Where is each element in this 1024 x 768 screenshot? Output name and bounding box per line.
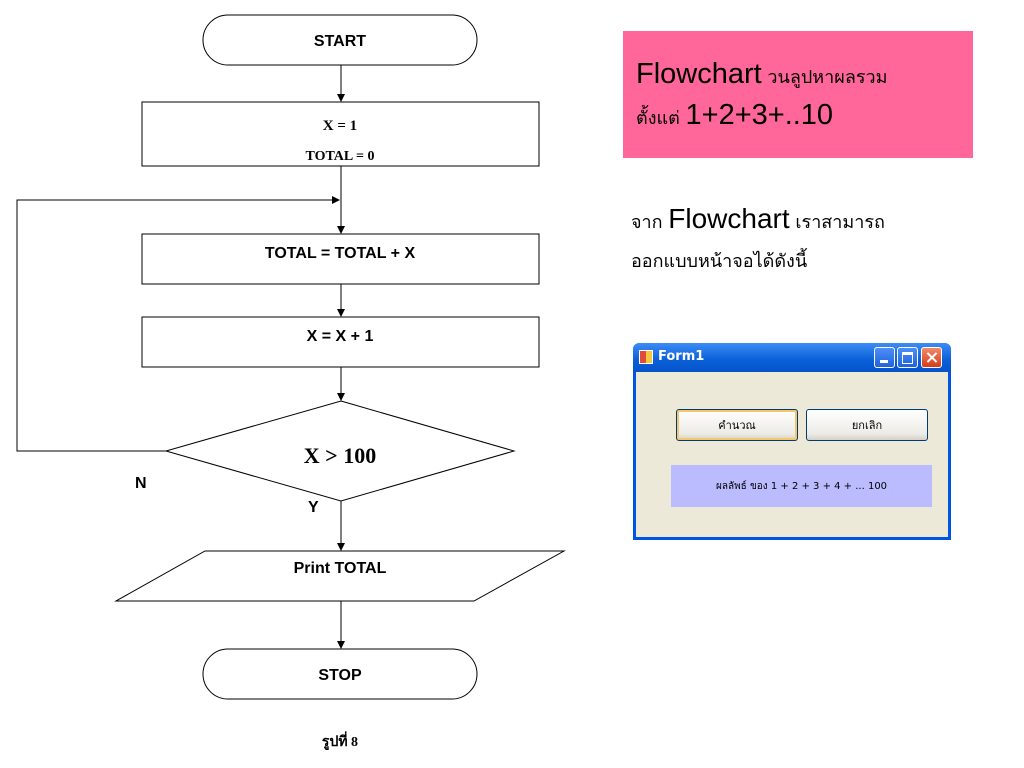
description-flowchart-word: Flowchart	[668, 203, 790, 234]
form-titlebar[interactable]: Form1	[633, 343, 951, 372]
init-total-label: TOTAL = 0	[306, 149, 375, 164]
result-label: ผลลัพธ์ ของ 1 + 2 + 3 + 4 + ... 100	[671, 465, 932, 507]
accumulate-label: TOTAL = TOTAL + X	[265, 245, 416, 262]
increment-label: X = X + 1	[307, 328, 374, 345]
flowchart-diagram: START X = 1 TOTAL = 0 TOTAL = TOTAL + X …	[16, 14, 566, 750]
form-app-icon	[639, 350, 653, 364]
close-icon[interactable]	[921, 347, 942, 368]
title-flowchart-word: Flowchart	[636, 58, 762, 90]
init-process-box: X = 1 TOTAL = 0	[141, 101, 540, 167]
title-line-2: ตั้งแต่ 1+2+3+..10	[636, 97, 973, 138]
description-suffix: เราสามารถ	[789, 212, 885, 233]
accumulate-process-box: TOTAL = TOTAL + X	[141, 233, 540, 285]
form-client-area: คำนวณ ยกเลิก ผลลัพธ์ ของ 1 + 2 + 3 + 4 +…	[636, 372, 948, 537]
title-thai-prefix: ตั้งแต่	[636, 108, 686, 129]
stop-terminal: STOP	[202, 648, 478, 700]
description-prefix: จาก	[631, 212, 669, 233]
no-branch-label: N	[135, 475, 147, 492]
start-label: START	[314, 33, 366, 50]
output-parallelogram: Print TOTAL	[114, 550, 566, 602]
description-text: จาก Flowchart เราสามารถ ออกแบบหน้าจอได้ด…	[631, 200, 991, 281]
calculate-button[interactable]: คำนวณ	[676, 409, 798, 441]
decision-diamond: X > 100	[164, 400, 516, 502]
loop-back-line	[16, 196, 340, 452]
figure-caption: รูปที่ 8	[322, 731, 358, 750]
condition-label: X > 100	[304, 443, 376, 468]
stop-label: STOP	[318, 667, 362, 684]
form-title: Form1	[658, 349, 705, 364]
form-window: Form1 คำนวณ ยกเลิก ผลลัพธ์ ของ 1 + 2 + 3…	[633, 343, 951, 540]
init-x-label: X = 1	[323, 118, 357, 134]
maximize-icon[interactable]	[897, 347, 918, 368]
minimize-icon[interactable]	[874, 347, 895, 368]
title-line-1: Flowchart วนลูปหาผลรวม	[636, 56, 973, 97]
title-sequence: 1+2+3+..10	[685, 99, 834, 131]
cancel-button[interactable]: ยกเลิก	[806, 409, 928, 441]
yes-branch-label: Y	[308, 499, 319, 516]
description-line-2: ออกแบบหน้าจอได้ดังนี้	[631, 251, 808, 272]
title-thai-text: วนลูปหาผลรวม	[761, 67, 888, 88]
increment-process-box: X = X + 1	[141, 316, 540, 368]
start-terminal: START	[202, 14, 478, 66]
output-label: Print TOTAL	[294, 560, 387, 577]
description-line-1: จาก Flowchart เราสามารถ	[631, 200, 991, 243]
title-box: Flowchart วนลูปหาผลรวม ตั้งแต่ 1+2+3+..1…	[623, 31, 973, 158]
